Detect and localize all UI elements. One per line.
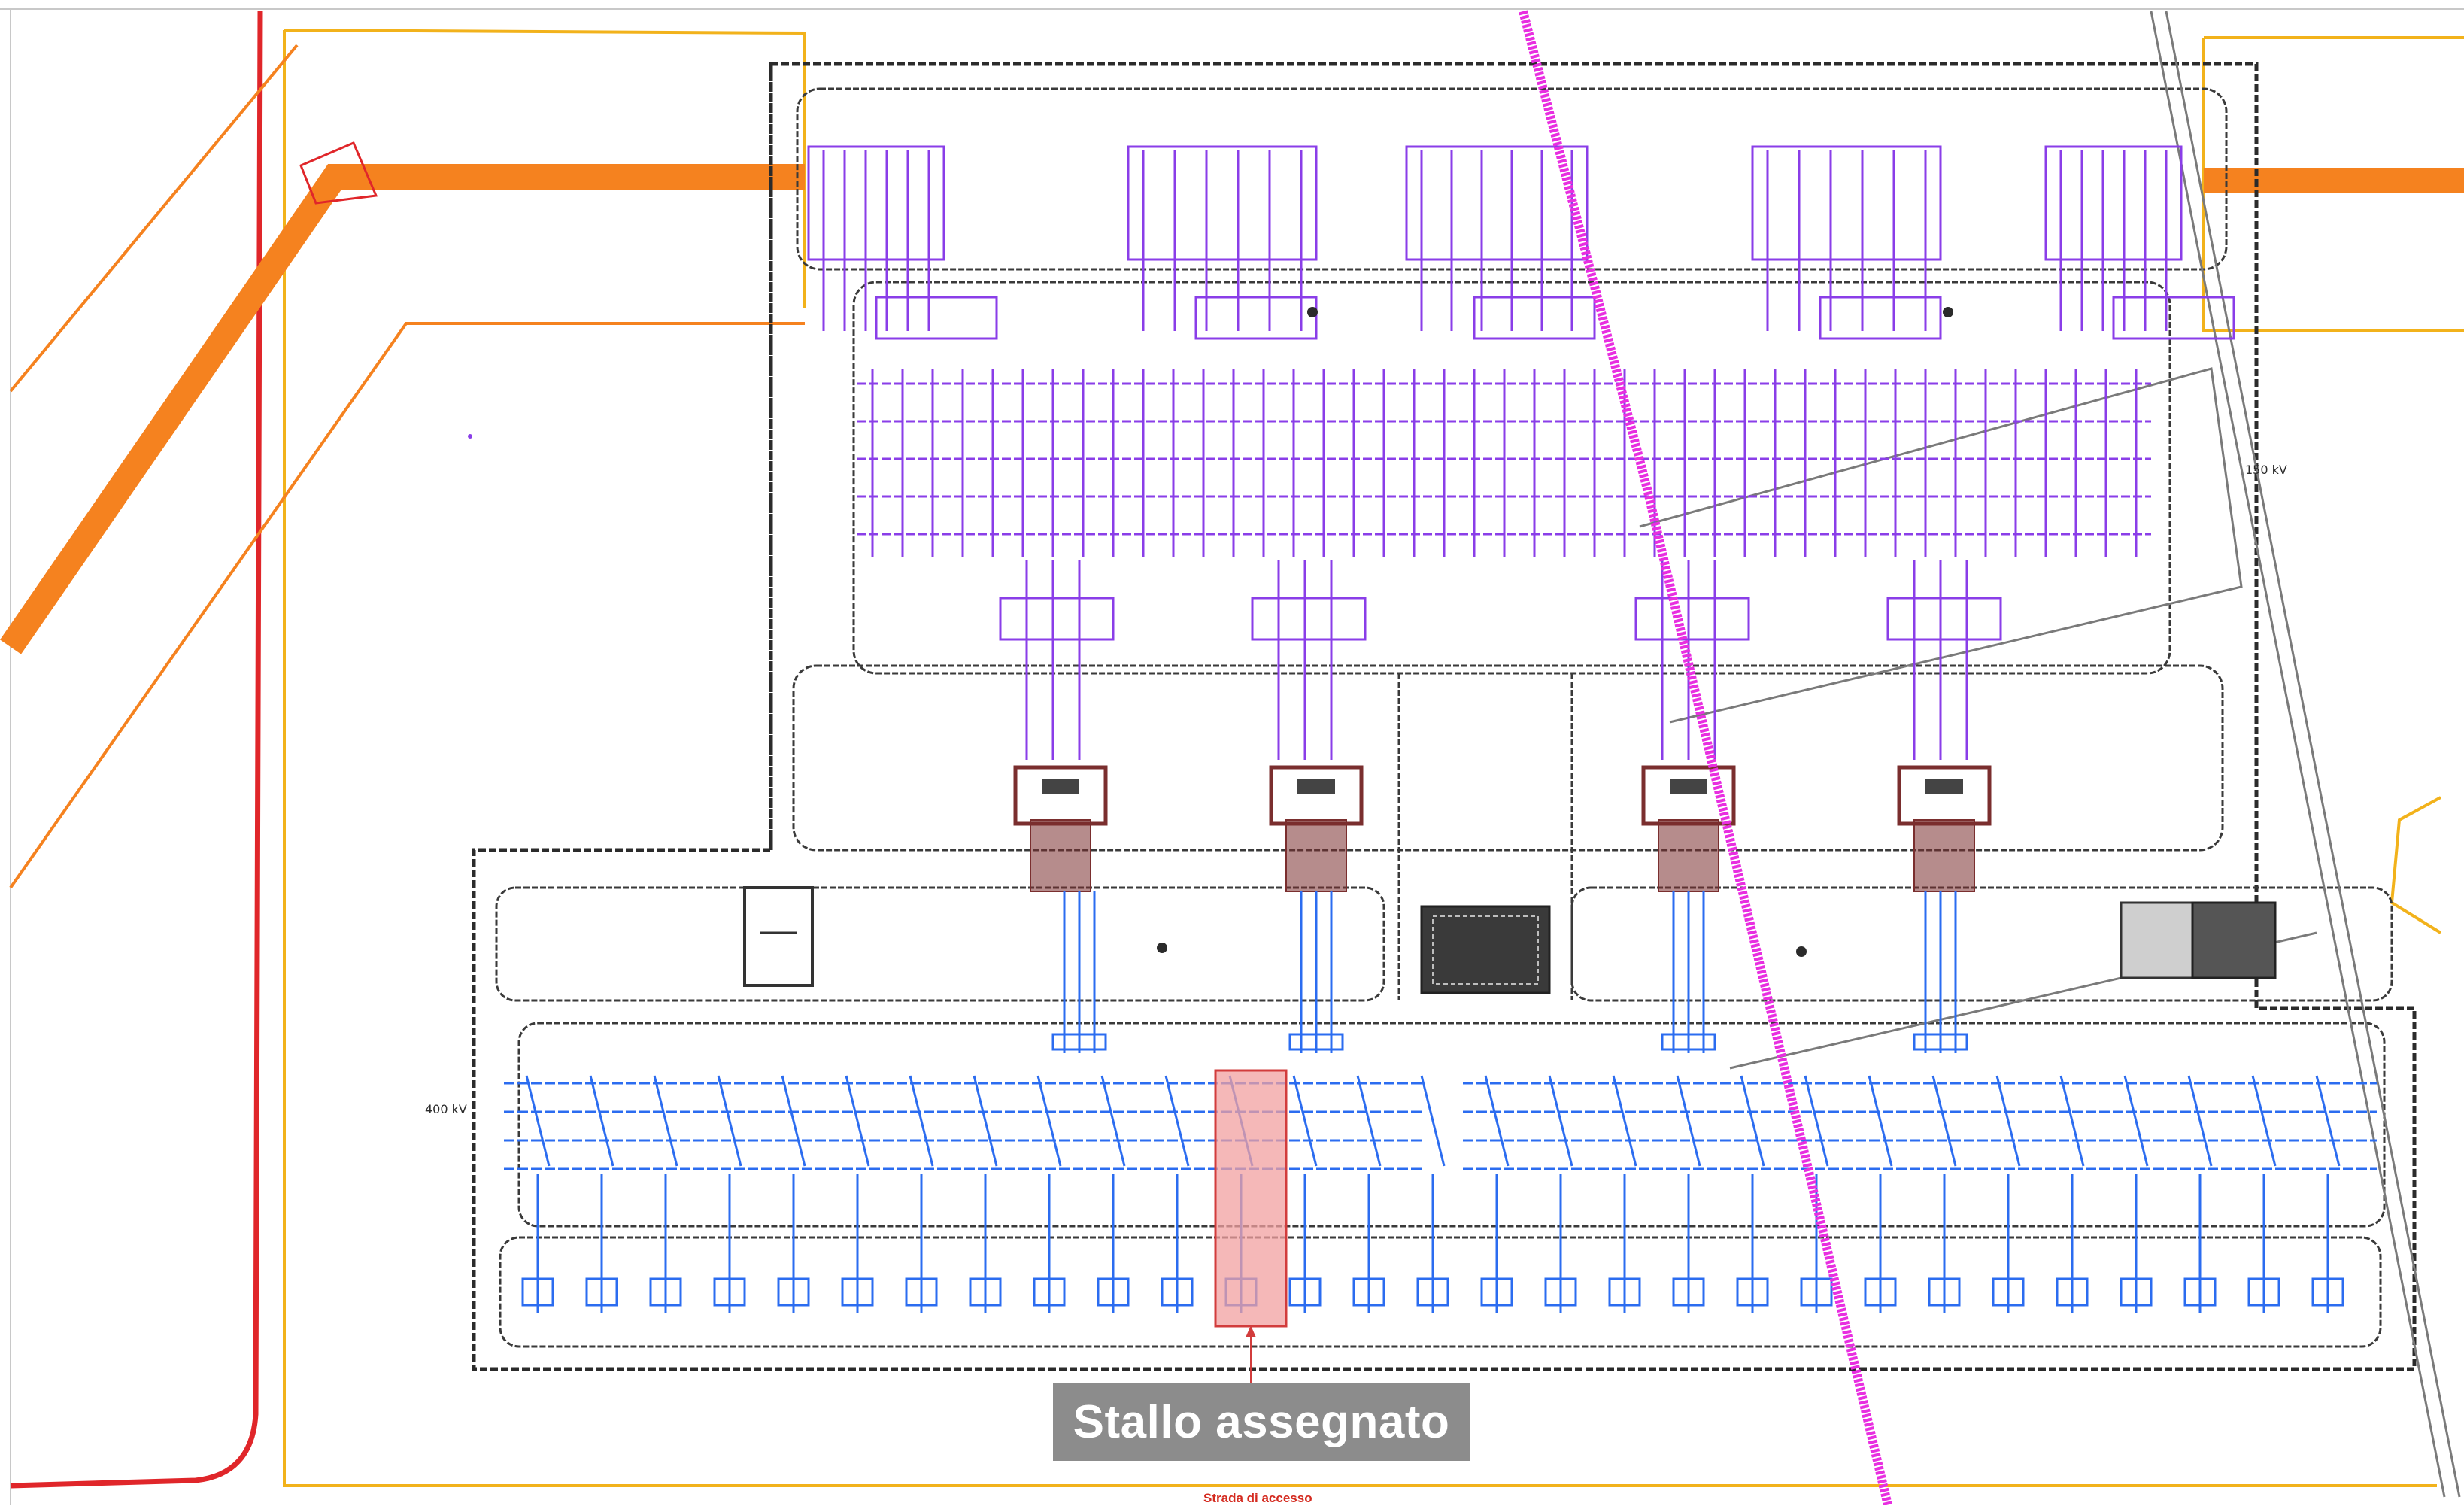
station-fence [472,62,2417,1371]
upper-busbar-grid [857,369,2151,760]
internal-roads [495,87,2393,1348]
svg-text:400 kV: 400 kV [425,1102,467,1116]
red-boundary-line [10,11,263,1489]
svg-text:150 kV: 150 kV [2245,463,2287,477]
transformers [1013,765,1992,892]
caption-text: Stallo assegnato [1073,1395,1450,1448]
control-buildings [743,886,2277,994]
right-boundary-lines [1639,11,2461,1498]
upper-switchyard-feeders [807,145,2235,340]
orange-power-line [0,44,2464,889]
magenta-line [1519,10,1892,1505]
drawing-annotations: 400 kV 150 kV [425,307,2287,1116]
road-label: Strada di accesso [1203,1491,1312,1505]
assigned-stall-caption: Stallo assegnato [1053,1383,1470,1461]
lower-switchyard-feeders [504,891,2377,1313]
assigned-stall-highlight [1214,1069,1288,1384]
yellow-site-boundary [283,29,2464,1487]
